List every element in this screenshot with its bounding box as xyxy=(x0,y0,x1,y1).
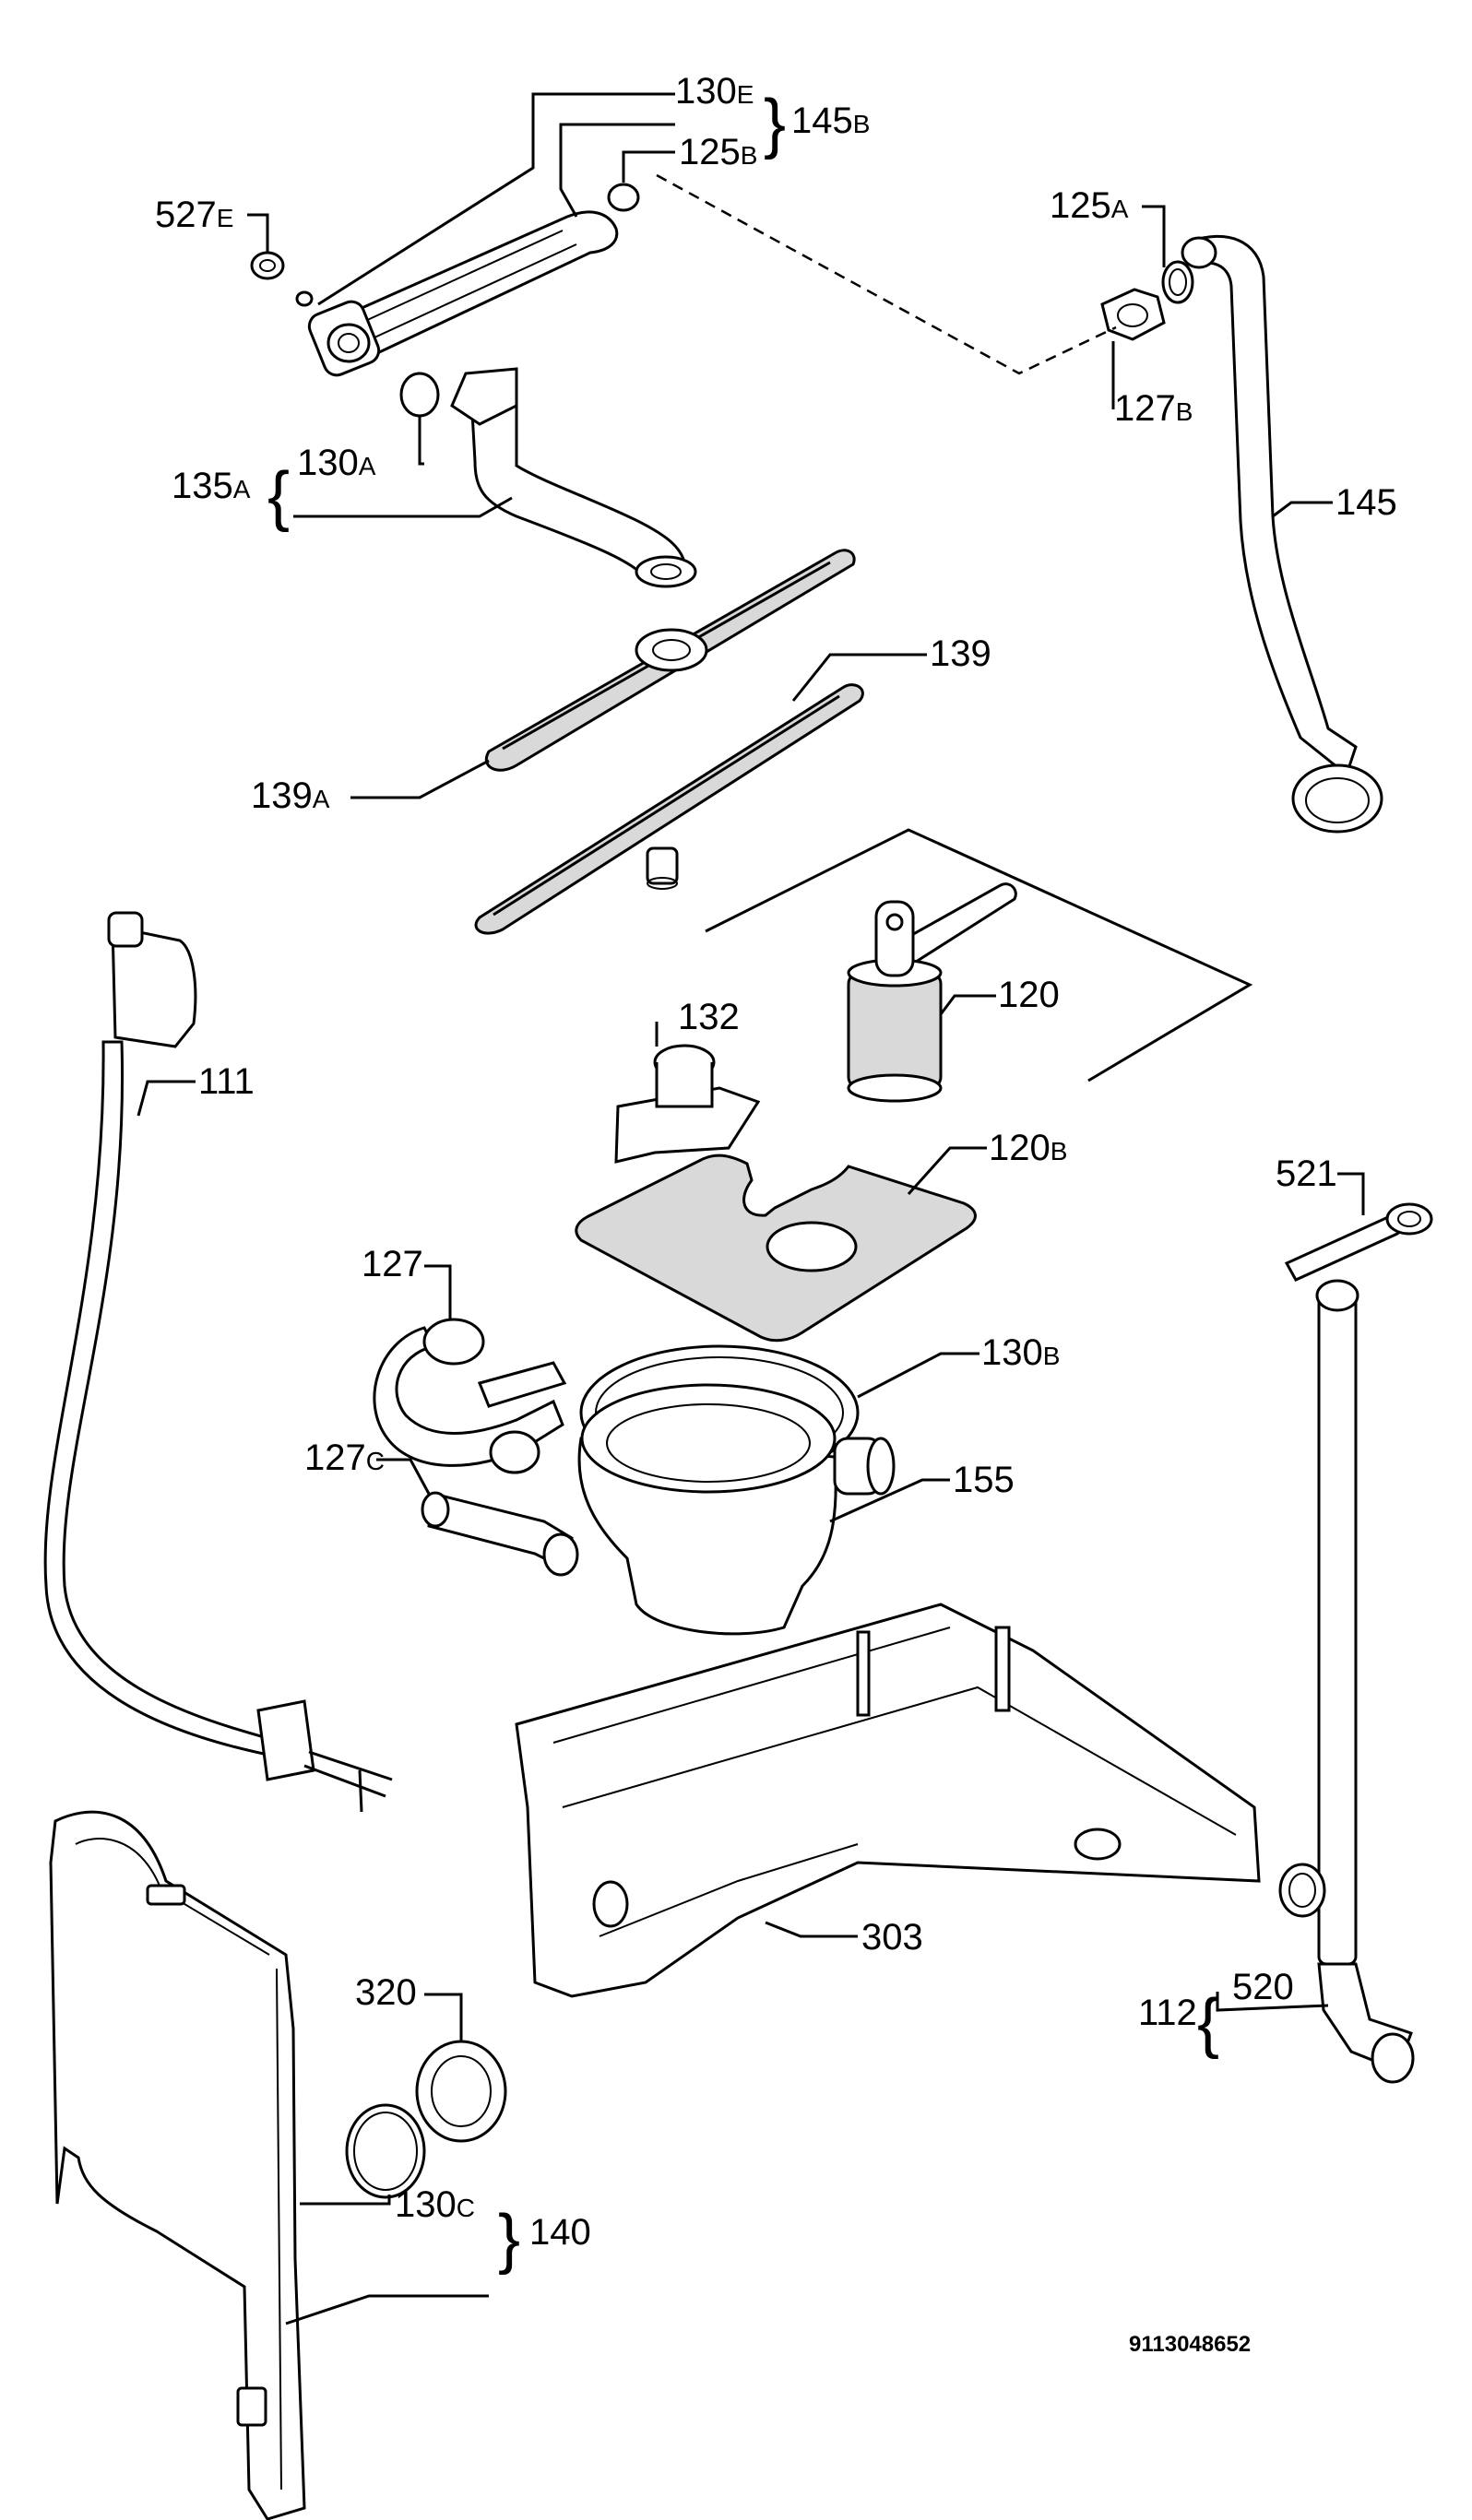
label-139: 139 xyxy=(930,633,991,674)
label-127c: 127C xyxy=(304,1437,385,1478)
part-145-hose xyxy=(1181,234,1383,834)
part-139a-spray-arm-upper-blade xyxy=(484,549,856,772)
label-145: 145 xyxy=(1335,482,1397,523)
label-320: 320 xyxy=(355,1972,417,2013)
part-140-side-panel xyxy=(49,1810,306,2520)
leader-lines xyxy=(137,92,1365,2325)
label-132: 132 xyxy=(678,997,740,1037)
brace-135a: { xyxy=(267,459,290,533)
label-145b: 145B xyxy=(791,101,870,141)
part-120-filter xyxy=(847,882,1017,1103)
part-139-spray-arm-lower-blade xyxy=(474,683,864,935)
label-130e: 130E xyxy=(675,71,754,112)
label-521: 521 xyxy=(1276,1154,1337,1194)
part-145b-upper-supply-pipe xyxy=(307,210,619,377)
label-520: 520 xyxy=(1232,1967,1294,2007)
part-130e-seal xyxy=(295,290,314,307)
part-127c-hose xyxy=(421,1491,579,1577)
brace-112: { xyxy=(1197,1986,1219,2060)
svg-text:130C: 130C xyxy=(395,2184,475,2225)
svg-text:120B: 120B xyxy=(989,1128,1067,1168)
label-125a: 125A xyxy=(1050,185,1129,226)
svg-text:145B: 145B xyxy=(791,101,870,141)
svg-text:127C: 127C xyxy=(304,1437,385,1478)
filter-tray-outline xyxy=(705,828,1253,1083)
svg-text:135A: 135A xyxy=(172,466,251,506)
label-125b: 125B xyxy=(679,132,757,172)
label-135a: 135A xyxy=(172,466,251,506)
label-527e: 527E xyxy=(155,195,233,235)
label-127b: 127B xyxy=(1114,388,1193,429)
label-155: 155 xyxy=(953,1460,1015,1500)
svg-text:130E: 130E xyxy=(675,71,754,112)
label-120b: 120B xyxy=(989,1128,1067,1168)
part-120b-fine-filter xyxy=(575,1154,977,1343)
part-132-flap xyxy=(614,1044,761,1164)
part-303-base xyxy=(515,1603,1261,1998)
part-527e-nut xyxy=(250,251,285,280)
label-139a: 139A xyxy=(251,775,330,816)
svg-text:125A: 125A xyxy=(1050,185,1129,226)
label-120: 120 xyxy=(998,975,1060,1015)
part-520-grommet xyxy=(1278,1863,1326,1918)
brace-140: } xyxy=(498,2202,520,2276)
part-127-hose xyxy=(373,1318,567,1474)
part-127b-nut xyxy=(1100,288,1166,341)
part-125a-ring xyxy=(1161,260,1194,304)
part-155-sump xyxy=(577,1383,896,1636)
part-135a-supply-tube xyxy=(450,367,697,588)
label-111: 111 xyxy=(198,1061,255,1102)
label-130b: 130B xyxy=(981,1332,1060,1373)
part-125b-o-ring xyxy=(607,183,640,212)
svg-text:130B: 130B xyxy=(981,1332,1060,1373)
reference-code: 9113048652 xyxy=(1129,2332,1251,2357)
svg-text:125B: 125B xyxy=(679,132,757,172)
brace-145b: } xyxy=(764,87,786,160)
part-320-ring xyxy=(415,2040,507,2143)
label-130c: 130C xyxy=(395,2184,475,2225)
part-521-clip xyxy=(1284,1202,1433,1282)
label-127: 127 xyxy=(362,1244,423,1284)
svg-text:130A: 130A xyxy=(297,443,376,483)
part-130a-seal xyxy=(399,372,440,418)
svg-text:139A: 139A xyxy=(251,775,330,816)
svg-text:127B: 127B xyxy=(1114,388,1193,429)
label-112: 112 xyxy=(1138,1993,1197,2033)
part-111-inlet-hose xyxy=(43,911,393,1813)
svg-text:527E: 527E xyxy=(155,195,233,235)
part-112-drain-hose xyxy=(1315,1279,1415,2084)
label-130a: 130A xyxy=(297,443,376,483)
label-140: 140 xyxy=(529,2212,591,2253)
label-303: 303 xyxy=(861,1917,923,1958)
part-130c-ring xyxy=(345,2103,426,2199)
